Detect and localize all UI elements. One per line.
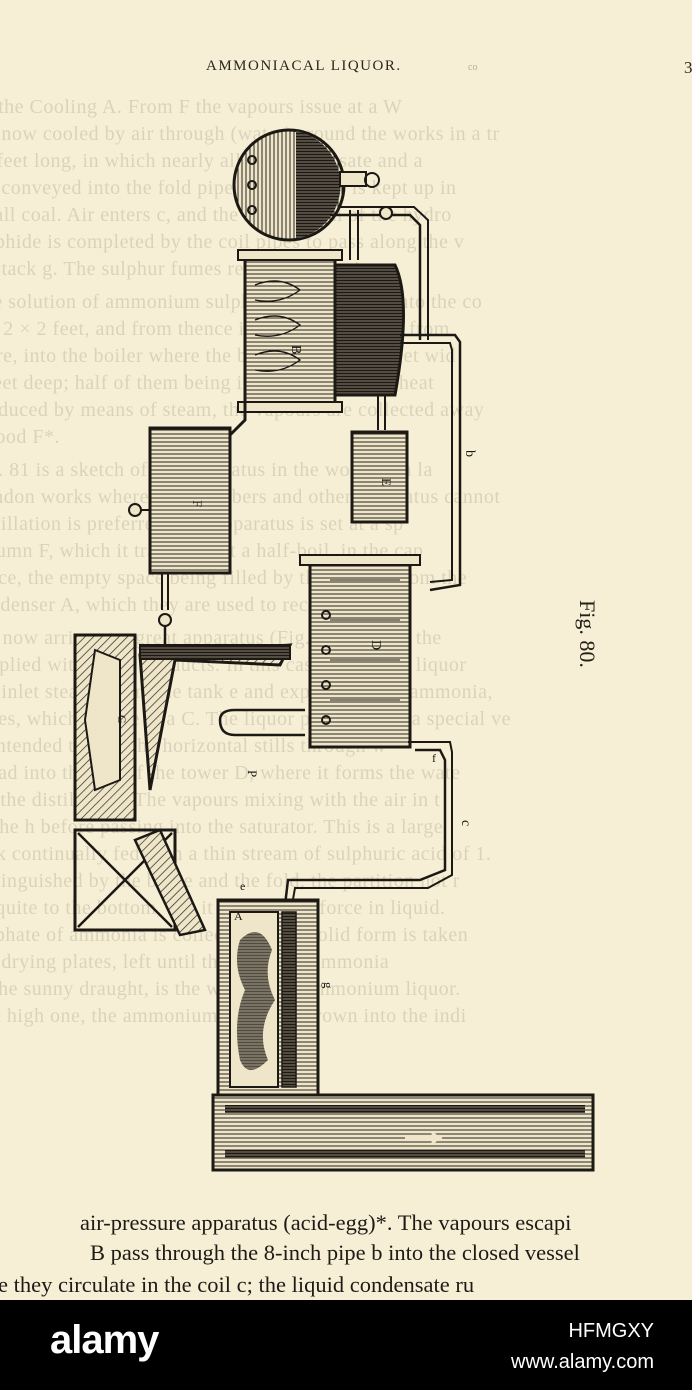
watermark-meta: HFMGXY www.alamy.com	[511, 1320, 654, 1374]
label-G: G	[115, 715, 129, 724]
bleed-line: tank continually fed with a thin stream …	[0, 843, 492, 865]
label-A: A	[234, 909, 243, 923]
label-f: f	[432, 751, 436, 765]
boiler-B: B	[237, 249, 405, 413]
body-line-2: B pass through the 8-inch pipe b into th…	[90, 1240, 580, 1265]
book-page: AMMONIACAL LIQUOR. co 3 ter the Cooling …	[0, 0, 692, 1300]
label-furnace-top: e	[240, 879, 245, 893]
label-D: D	[368, 640, 383, 650]
body-line-1: air-pressure apparatus (acid-egg)*. The …	[80, 1210, 572, 1235]
label-g: g	[321, 982, 336, 989]
label-b: b	[462, 450, 477, 457]
brand-logo: alamy	[50, 1318, 159, 1362]
svg-text:E: E	[379, 478, 394, 486]
margin-tag: co	[468, 62, 478, 73]
bleed-line: distinguished by the box e and the fold,…	[0, 870, 460, 892]
page-number: 3	[684, 58, 692, 77]
bleed-line: sulphide is completed by the coil pipes …	[0, 231, 465, 253]
bleed-line: ter the Cooling A. From F the vapours is…	[0, 96, 403, 118]
flue: A	[211, 909, 595, 1172]
stock-watermark-bar: alamy HFMGXY www.alamy.com	[0, 1300, 692, 1390]
label-P: P	[245, 770, 260, 777]
image-id: HFMGXY	[568, 1320, 654, 1342]
body-line-3: e they circulate in the coil c; the liqu…	[0, 1272, 475, 1297]
label-c: c	[458, 820, 473, 826]
column-F: F	[128, 400, 247, 657]
label-F: F	[190, 500, 205, 507]
stand	[73, 828, 207, 937]
bleed-line: a hood F*.	[0, 426, 60, 448]
furnace: e g	[216, 879, 336, 1102]
saturator-G: G	[73, 633, 293, 822]
vessel-E: E	[350, 395, 409, 524]
svg-text:B: B	[288, 345, 303, 354]
source-url: www.alamy.com	[511, 1351, 654, 1373]
running-title: AMMONIACAL LIQUOR.	[206, 58, 402, 74]
bleed-line: are now cooled by air through (water) ar…	[0, 123, 500, 145]
figure-caption: Fig. 80.	[575, 600, 600, 668]
acid-egg-vessel	[232, 128, 380, 242]
bleed-line: condenser A, which they are used to rece…	[0, 594, 397, 616]
tower-D: D f	[299, 554, 436, 765]
apparatus-engraving: B b E D f P c	[73, 128, 595, 1172]
